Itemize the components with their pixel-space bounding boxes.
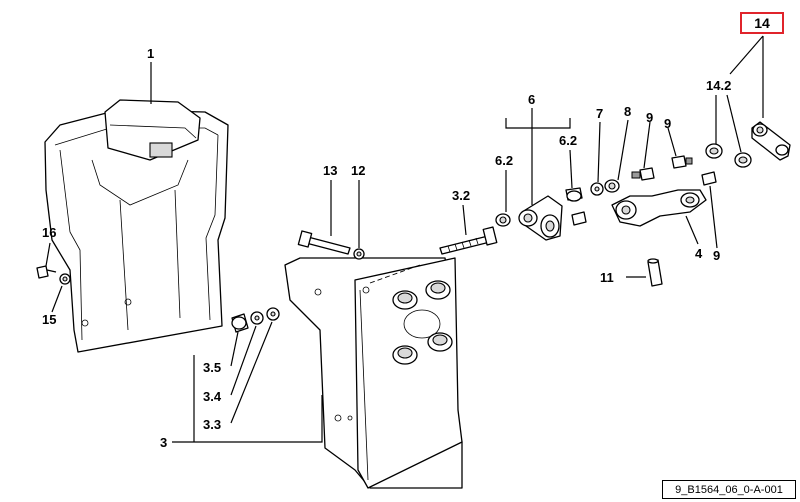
part-9-screws	[571, 155, 717, 226]
label-9-c: 9	[713, 248, 720, 263]
leader-lines	[45, 35, 764, 443]
part-3-bracket	[284, 257, 463, 489]
callout-labels: 1 3 3.2 3.3 3.4 3.5 4 6 6.2 6.2 7 8 9 9 …	[42, 46, 731, 450]
label-9-a: 9	[646, 110, 653, 125]
label-6: 6	[528, 92, 535, 107]
label-3-2: 3.2	[452, 188, 470, 203]
part-14-2-bushings	[705, 143, 752, 168]
part-3-3-3-4-3-5-washers	[231, 307, 280, 333]
label-4: 4	[695, 246, 703, 261]
label-1: 1	[147, 46, 154, 61]
part-11-pin	[647, 258, 663, 287]
bracket-studs	[392, 280, 453, 365]
label-15: 15	[42, 312, 56, 327]
label-6-2-right: 6.2	[559, 133, 577, 148]
drawing-reference-code: 9_B1564_06_0-A-001	[662, 480, 796, 499]
part-1-cover	[44, 99, 229, 353]
label-9-b: 9	[664, 116, 671, 131]
part-15-16-washer-screw	[36, 265, 71, 285]
label-16: 16	[42, 225, 56, 240]
part-6-lever	[518, 195, 563, 241]
part-6-2-bushings	[495, 187, 583, 227]
part-12-washer	[353, 248, 365, 260]
part-14-link	[751, 121, 791, 161]
label-13: 13	[323, 163, 337, 178]
part-7-washer	[590, 182, 604, 196]
label-12: 12	[351, 163, 365, 178]
part-4-arm	[611, 189, 707, 227]
label-7: 7	[596, 106, 603, 121]
label-14-2: 14.2	[706, 78, 731, 93]
part-3-2-pin	[439, 226, 498, 255]
label-3-3: 3.3	[203, 417, 221, 432]
highlighted-callout-14: 14	[740, 12, 784, 34]
label-8: 8	[624, 104, 631, 119]
part-13-bolt	[297, 230, 351, 255]
label-3-5: 3.5	[203, 360, 221, 375]
label-3-4: 3.4	[203, 389, 222, 404]
label-3: 3	[160, 435, 167, 450]
label-6-2-left: 6.2	[495, 153, 513, 168]
part-8-bush	[604, 179, 620, 193]
label-11: 11	[600, 270, 614, 285]
